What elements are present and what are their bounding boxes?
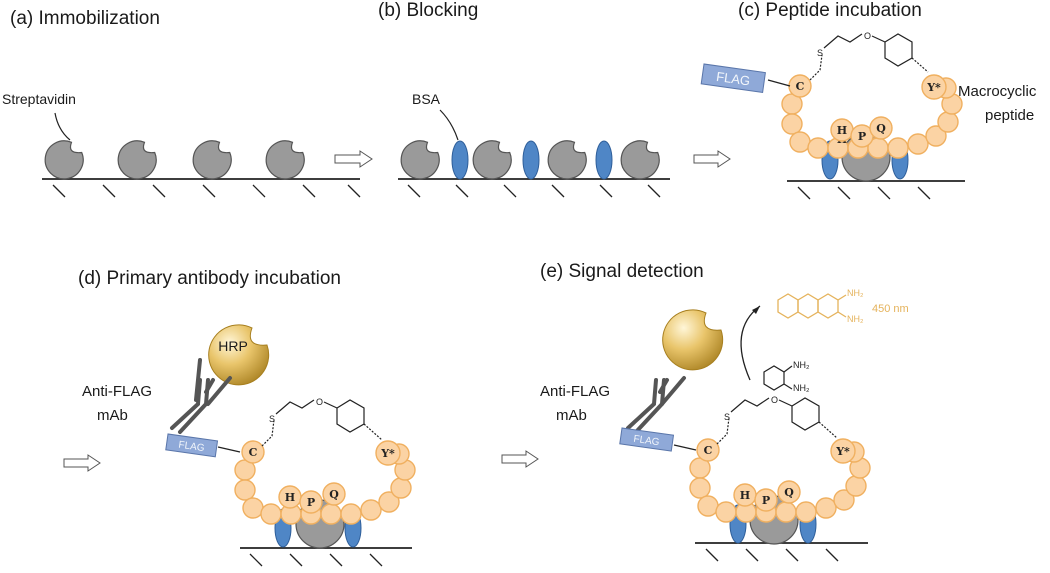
product-nh2-1: NH₂ [847,288,864,298]
svg-text:H: H [285,491,295,504]
svg-text:O: O [771,395,778,405]
svg-text:C: C [796,80,805,93]
hatch-b [407,184,661,198]
svg-text:O: O [316,397,323,407]
svg-text:P: P [762,494,770,507]
hrp-enzyme-d: HRP [208,324,270,386]
svg-text:S: S [269,414,275,424]
arrow-a-b [334,150,373,168]
substrate-molecule [763,365,793,391]
svg-text:Q: Q [329,488,339,501]
streptavidin-b3 [547,140,587,180]
svg-text:Y*: Y* [835,445,850,458]
hrp-enzyme-e [662,309,724,371]
wavelength-label: 450 nm [872,303,909,315]
anti-flag-antibody-e [626,376,686,434]
hatch-e [705,548,839,562]
svg-text:C: C [249,446,258,459]
panel-c: (c) Peptide incubation Macrocyclic pepti… [700,0,1037,200]
bsa-pointer [439,109,459,141]
flag-tag-d: FLAG [165,433,219,458]
product-nh2-2: NH₂ [847,314,864,324]
panel-b-title: (b) Blocking [378,0,478,21]
svg-text:FLAG: FLAG [715,69,751,89]
macrocyclic-label-1: Macrocyclic [958,83,1037,100]
reaction-arrow [740,305,761,381]
panel-d: (d) Primary antibody incubation Anti-FLA… [63,268,415,567]
linker-e [716,397,838,445]
substrate-nh2-2: NH₂ [793,383,810,393]
linker-d [261,399,383,447]
flag-tag-e: FLAG [619,427,675,452]
panel-e: (e) Signal detection Anti-FLAG mAb NH₂ N… [540,261,909,562]
streptavidin-3 [192,140,232,180]
antibody-label-d2: mAb [97,407,128,424]
svg-text:P: P [858,130,866,143]
svg-text:P: P [307,496,315,509]
anti-flag-antibody-d [170,358,232,434]
streptavidin-4 [265,140,305,180]
panel-e-title: (e) Signal detection [540,261,704,282]
product-molecule [777,293,847,319]
antibody-label-e2: mAb [556,407,587,424]
streptavidin-1 [44,140,84,180]
arrow-b-c [693,150,731,168]
streptavidin-2 [117,140,157,180]
streptavidin-b1 [400,140,440,180]
bsa-2 [522,140,540,180]
arrow-d-e [501,450,539,468]
svg-text:S: S [724,412,730,422]
bsa-3 [595,140,613,180]
svg-text:H: H [837,124,847,137]
macrocyclic-label-2: peptide [985,107,1034,124]
streptavidin-label: Streptavidin [2,91,76,107]
svg-text:Q: Q [876,122,886,135]
panel-a: (a) Immobilization Streptavidin [2,8,361,198]
bsa-1 [451,140,469,180]
svg-text:C: C [704,444,713,457]
svg-text:FLAG: FLAG [178,440,206,455]
oxygen-c: O [864,31,871,41]
sulfur-c: S [817,48,823,58]
panel-d-title: (d) Primary antibody incubation [78,268,341,289]
hatch-d [249,553,383,567]
svg-text:Y*: Y* [926,81,941,94]
bsa-label: BSA [412,91,441,107]
hatch-a [52,184,361,198]
streptavidin-b4 [620,140,660,180]
svg-text:Y*: Y* [380,447,395,460]
flag-tag-c: FLAG [700,63,766,93]
substrate-nh2-1: NH₂ [793,360,810,370]
panel-c-title: (c) Peptide incubation [738,0,922,21]
svg-text:H: H [740,489,750,502]
svg-text:Q: Q [784,486,794,499]
antibody-label-d1: Anti-FLAG [82,383,152,400]
hatch-c [797,186,931,200]
antibody-label-e1: Anti-FLAG [540,383,610,400]
panel-b: (b) Blocking BSA [378,0,670,198]
streptavidin-b2 [472,140,512,180]
svg-text:FLAG: FLAG [633,434,661,449]
linker-c [809,33,929,81]
arrow-c-d [63,454,101,472]
panel-a-title: (a) Immobilization [10,8,160,29]
streptavidin-pointer [54,112,71,141]
hrp-label-d: HRP [218,338,248,354]
